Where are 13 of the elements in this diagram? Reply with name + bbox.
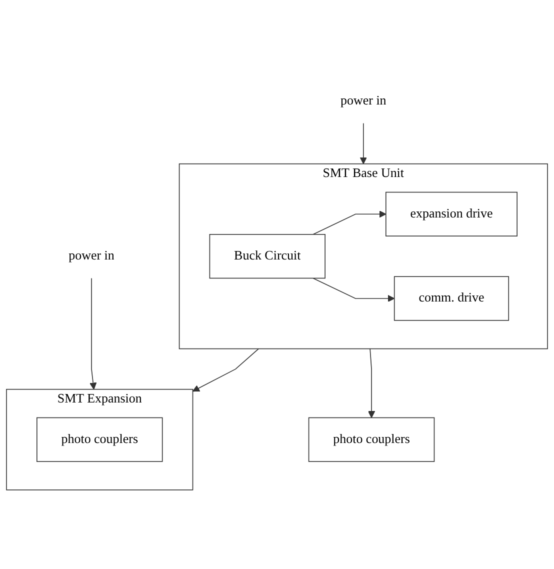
arrow <box>312 210 386 235</box>
arrow <box>90 278 97 390</box>
node-text: power in <box>340 94 386 108</box>
arrow <box>312 278 395 302</box>
arrow <box>368 348 376 418</box>
node-box: photo couplers <box>36 417 163 462</box>
arrow <box>360 122 367 164</box>
node-box: photo couplers <box>308 417 435 462</box>
node-box: Buck Circuit <box>209 234 326 278</box>
node-text: power in <box>68 248 114 263</box>
node-box: expansion drive <box>386 192 518 236</box>
node-box: comm. drive <box>394 276 510 321</box>
arrow <box>192 348 259 392</box>
